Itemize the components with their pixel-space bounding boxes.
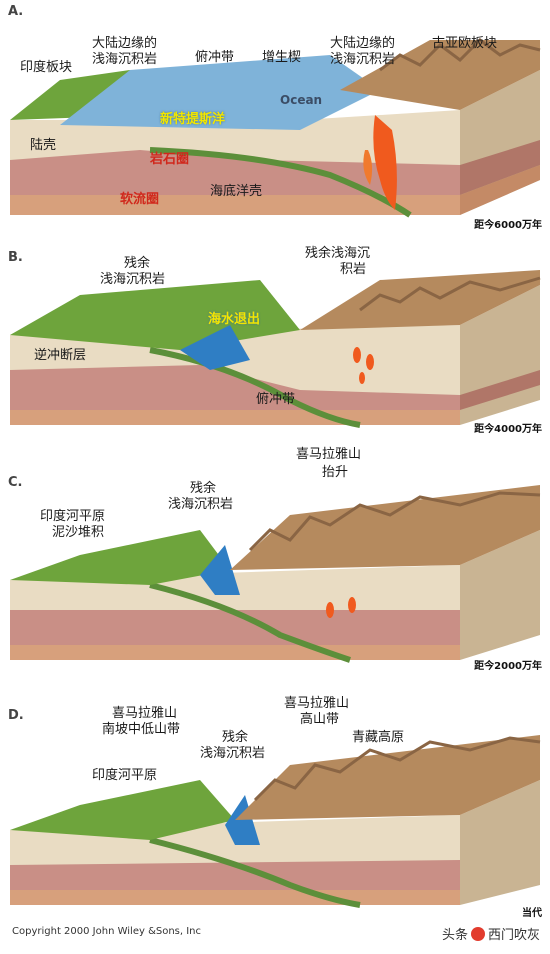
label-remnant-b-1: 残余 xyxy=(124,256,151,271)
label-plain-c-1: 印度河平原 xyxy=(40,509,106,524)
panel-d-tag: D. xyxy=(8,708,24,723)
panel-b-tag: B. xyxy=(8,250,23,265)
label-shelf-right-2: 浅海沉积岩 xyxy=(330,52,396,67)
label-shelf-right-1: 大陆边缘的 xyxy=(330,36,396,51)
label-lithosphere: 岩石圈 xyxy=(150,152,190,167)
label-south-slope-1: 喜马拉雅山 xyxy=(112,706,178,721)
label-high-mtn-2: 高山带 xyxy=(300,712,340,727)
panel-b-diagram xyxy=(10,270,541,428)
panel-c: C. 喜马拉雅山 抬升 印度河平原 泥沙堆积 残余 浅海沉积岩 距今2000万年 xyxy=(0,445,550,675)
label-ocean: Ocean xyxy=(280,93,323,107)
copyright-notice: Copyright 2000 John Wiley &Sons, Inc xyxy=(12,926,202,937)
label-sea-retreat: 海水退出 xyxy=(208,312,261,327)
label-eurasia-plate: 古亚欧板块 xyxy=(432,36,498,51)
label-subduction-b: 俯冲带 xyxy=(256,392,296,407)
label-subduction-a: 俯冲带 xyxy=(195,50,235,65)
label-ocean-crust: 海底洋壳 xyxy=(210,184,263,199)
label-accretion: 增生楔 xyxy=(262,50,302,65)
label-tethys: 新特提斯洋 xyxy=(160,112,226,127)
label-south-slope-2: 南坡中低山带 xyxy=(102,722,181,737)
label-himalaya-c-1: 喜马拉雅山 xyxy=(296,447,362,462)
label-remnant-c-1: 残余 xyxy=(190,481,217,496)
label-thrust: 逆冲断层 xyxy=(34,348,87,363)
label-high-mtn-1: 喜马拉雅山 xyxy=(284,696,350,711)
label-plain-d: 印度河平原 xyxy=(92,768,158,783)
panel-d-diagram xyxy=(10,735,541,908)
label-himalaya-c-2: 抬升 xyxy=(322,465,349,480)
panel-d-time: 当代 xyxy=(522,908,542,919)
panel-a-tag: A. xyxy=(8,4,24,19)
panel-a-time: 距今6000万年 xyxy=(474,220,542,231)
label-remnant-right-b-1: 残余浅海沉 xyxy=(305,246,371,261)
watermark-author: 西门吹灰 xyxy=(487,928,540,943)
panel-c-time: 距今2000万年 xyxy=(474,661,542,672)
panel-b-time: 距今4000万年 xyxy=(474,424,542,435)
panel-d: D. 喜马拉雅山 南坡中低山带 喜马拉雅山 高山带 残余 浅海沉积岩 青藏高原 … xyxy=(0,680,550,920)
watermark: 头条 西门吹灰 xyxy=(442,924,540,943)
label-plateau: 青藏高原 xyxy=(352,730,405,745)
panel-c-diagram xyxy=(10,485,541,663)
watermark-prefix: 头条 xyxy=(441,928,468,943)
label-india-plate: 印度板块 xyxy=(20,60,73,75)
label-remnant-right-b-2: 积岩 xyxy=(340,262,367,277)
label-asthenosphere: 软流圈 xyxy=(120,192,160,207)
label-remnant-d-1: 残余 xyxy=(222,730,249,745)
label-plain-c-2: 泥沙堆积 xyxy=(52,525,105,540)
toutiao-logo-icon xyxy=(470,927,485,941)
panel-a-diagram xyxy=(10,38,541,218)
label-shelf-left-2: 浅海沉积岩 xyxy=(92,52,158,67)
label-remnant-c-2: 浅海沉积岩 xyxy=(168,497,234,512)
panel-b: B. 残余 浅海沉积岩 残余浅海沉 积岩 海水退出 逆冲断层 俯冲带 距今400… xyxy=(0,240,550,445)
label-remnant-b-2: 浅海沉积岩 xyxy=(100,272,166,287)
panel-c-tag: C. xyxy=(8,475,23,490)
label-crust: 陆壳 xyxy=(30,138,57,153)
panel-a: A. 印度板块 大陆边缘的 浅海沉积岩 俯冲带 增生楔 大陆边缘的 浅海沉积岩 … xyxy=(0,0,550,232)
label-remnant-d-2: 浅海沉积岩 xyxy=(200,746,266,761)
label-shelf-left-1: 大陆边缘的 xyxy=(92,36,158,51)
